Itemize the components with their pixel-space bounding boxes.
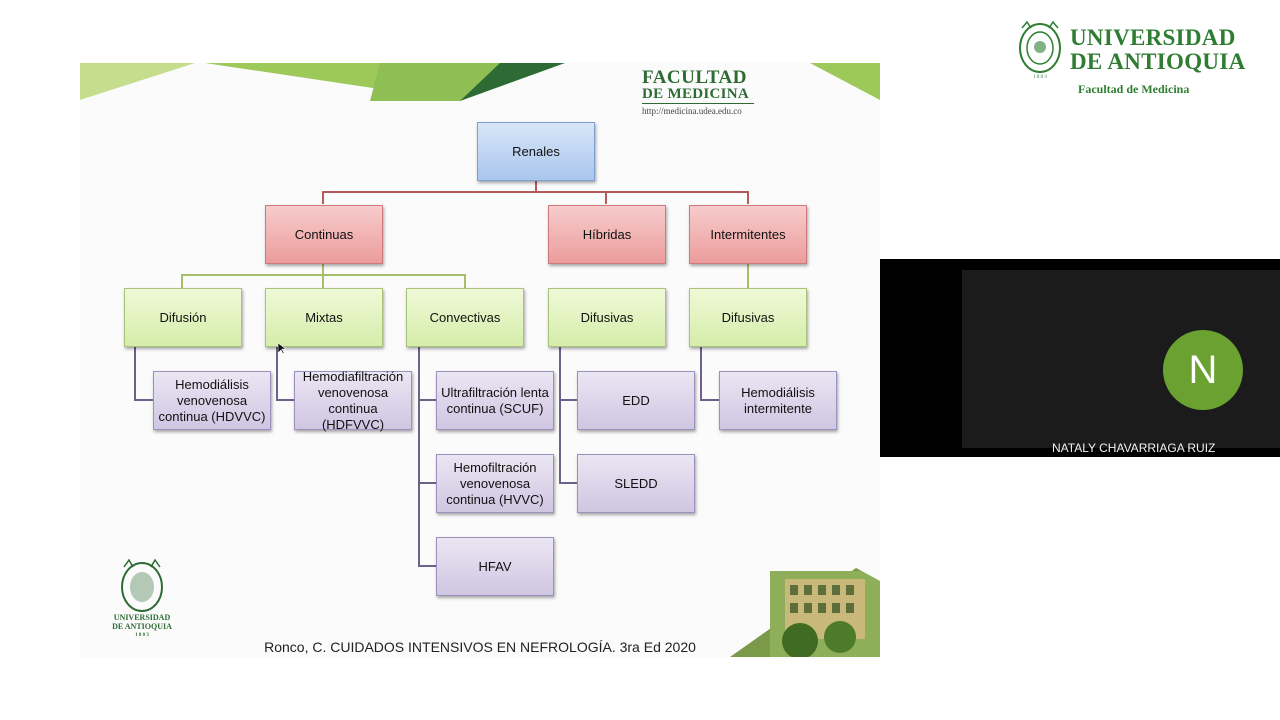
node-edd: EDD: [577, 371, 695, 430]
participant-name: NATALY CHAVARRIAGA RUIZ: [1052, 441, 1216, 455]
node-hibridas: Híbridas: [548, 205, 666, 264]
node-hemodialisis-intermitente: Hemodiálisis intermitente: [719, 371, 837, 430]
node-difusivas-intermitentes: Difusivas: [689, 288, 807, 347]
node-difusivas-hibridas: Difusivas: [548, 288, 666, 347]
slide-seal-icon: [121, 558, 163, 612]
svg-text:1 8 0 3: 1 8 0 3: [1033, 75, 1047, 80]
mouse-cursor-icon: [278, 343, 286, 355]
slide-university-logo: UNIVERSIDAD DE ANTIOQUIA 1 8 0 3: [110, 557, 174, 638]
node-mixtas: Mixtas: [265, 288, 383, 347]
node-difusion: Difusión: [124, 288, 242, 347]
node-continuas: Continuas: [265, 205, 383, 264]
campus-building-image: [730, 551, 880, 657]
university-brand: 1 8 0 3 UNIVERSIDAD DE ANTIOQUIA Faculta…: [1015, 18, 1265, 98]
node-hdvvc: Hemodiálisis venovenosa continua (HDVVC): [153, 371, 271, 430]
faculty-logo-line2: DE MEDICINA: [642, 86, 750, 102]
node-hfav: HFAV: [436, 537, 554, 596]
participant-video-tile[interactable]: N NATALY CHAVARRIAGA RUIZ: [880, 259, 1280, 457]
participant-avatar: N: [1163, 330, 1243, 410]
slide-citation: Ronco, C. CUIDADOS INTENSIVOS EN NEFROLO…: [264, 639, 696, 655]
slide-logo-line1: UNIVERSIDAD: [113, 613, 171, 622]
faculty-logo-line1: FACULTAD: [642, 67, 747, 88]
tree-connectors: [134, 181, 749, 567]
university-name: UNIVERSIDAD DE ANTIOQUIA: [1070, 26, 1246, 74]
node-convectivas: Convectivas: [406, 288, 524, 347]
university-name-line1: UNIVERSIDAD: [1070, 25, 1236, 50]
slide-logo-line2: DE ANTIOQUIA: [112, 622, 172, 631]
node-scuf: Ultrafiltración lenta continua (SCUF): [436, 371, 554, 430]
node-hdfvvc: Hemodiafiltración venovenosa continua (H…: [294, 369, 412, 432]
node-sledd: SLEDD: [577, 454, 695, 513]
faculty-logo: FACULTAD DE MEDICINA http://medicina.ude…: [642, 67, 757, 116]
node-renales: Renales: [477, 122, 595, 181]
node-intermitentes: Intermitentes: [689, 205, 807, 264]
university-seal-icon: 1 8 0 3: [1019, 20, 1061, 80]
faculty-logo-rule: [642, 103, 754, 104]
participant-video-area: N NATALY CHAVARRIAGA RUIZ: [962, 270, 1280, 455]
slide-header-decoration: [80, 63, 880, 101]
node-hvvc: Hemofiltración venovenosa continua (HVVC…: [436, 454, 554, 513]
slide-logo-year: 1 8 0 3: [135, 633, 149, 638]
faculty-url: http://medicina.udea.edu.co: [642, 106, 742, 116]
presentation-slide: FACULTAD DE MEDICINA http://medicina.ude…: [80, 63, 880, 657]
faculty-subtitle: Facultad de Medicina: [1078, 82, 1190, 96]
university-name-line2: DE ANTIOQUIA: [1070, 49, 1246, 74]
